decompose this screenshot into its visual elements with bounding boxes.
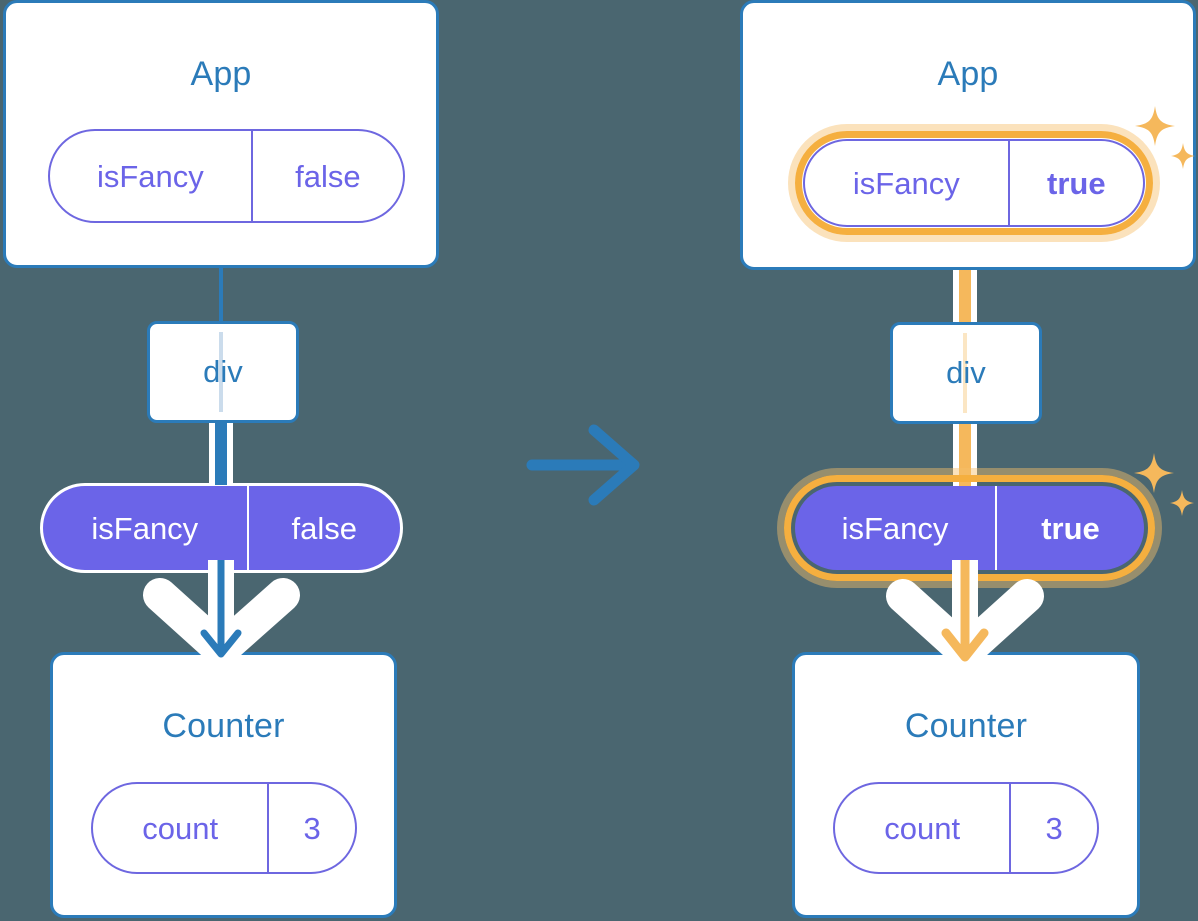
div-props-pill-after: isFancy true [795,486,1144,570]
ghost-connector-line-after [963,333,967,413]
counter-card-after: Counter count 3 [792,652,1140,918]
counter-state-key-before: count [142,810,219,846]
app-state-value-before: false [250,131,403,221]
counter-card-title-before: Counter [162,707,285,745]
app-state-pill-after: isFancy true [803,139,1145,227]
app-card-title-before: App [190,55,252,93]
counter-card-title-after: Counter [904,707,1028,745]
app-state-value-after: true [1007,141,1143,225]
counter-state-pill-before: count 3 [91,782,357,874]
app-card-before: App isFancy false [3,0,439,268]
transition-arrow-layer [526,424,640,506]
div-node-label-before: div [203,354,243,389]
div-props-key-after: isFancy [841,510,949,546]
app-state-key-after: isFancy [852,165,960,201]
counter-state-pill-after: count 3 [833,782,1099,874]
arrow-right-icon [526,424,640,506]
div-node-before [147,321,299,423]
connector-div-to-props-before [209,420,233,485]
sparkle-icon [1134,453,1194,516]
counter-state-value-before: 3 [267,784,355,872]
ghost-connector-line-before [219,332,223,412]
div-props-value-after: true [995,486,1144,570]
counter-card-before: Counter count 3 [50,652,397,918]
connector-div-to-props-after [953,420,977,487]
sparkle-icon [1135,106,1195,169]
div-props-pill-before: isFancy false [40,483,403,573]
app-sparkle-layer-after [1135,106,1195,169]
div-props-key-before: isFancy [91,510,199,546]
app-card-title-after: App [937,55,999,93]
div-props-value-before: false [246,486,400,570]
props-sparkle-layer-after [1134,453,1194,516]
props-flow-arrow-before [143,560,300,667]
app-card-after: App isFancy true [740,0,1196,270]
props-flow-arrow-after [886,560,1044,669]
app-state-pill-before: isFancy false [48,129,405,223]
connector-app-to-div-before [219,266,223,324]
app-state-key-before: isFancy [96,158,204,194]
counter-state-key-after: count [884,810,961,846]
counter-state-value-after: 3 [1009,784,1097,872]
div-node-label-after: div [946,355,986,390]
